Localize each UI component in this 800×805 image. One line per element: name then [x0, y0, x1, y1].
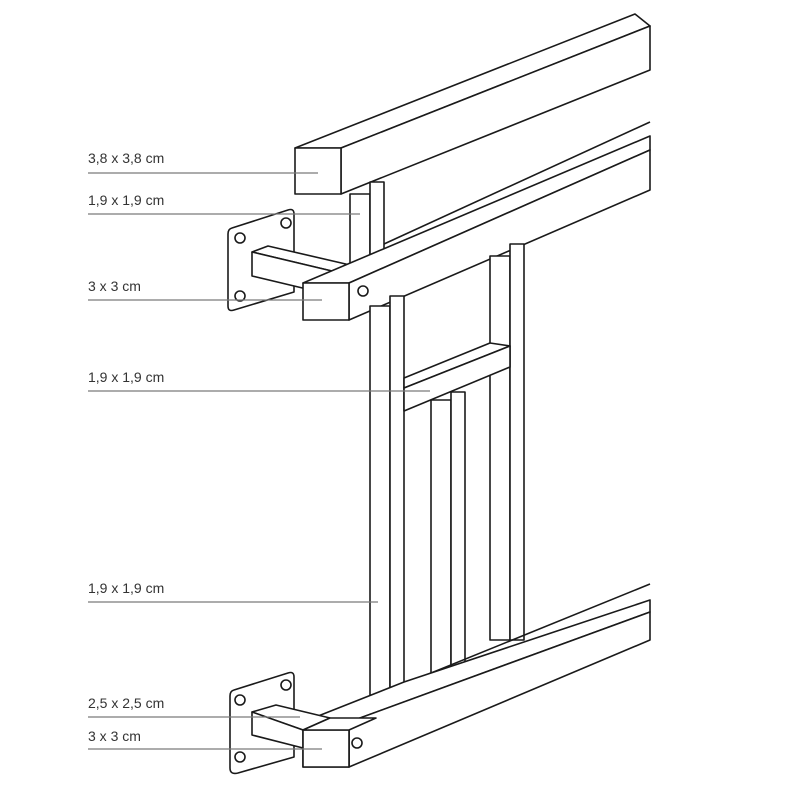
- label-top-rail: 3,8 x 3,8 cm: [88, 150, 165, 166]
- balusters: [369, 243, 525, 703]
- lower-rail: [302, 583, 651, 768]
- label-cross-bar: 1,9 x 1,9 cm: [88, 369, 165, 385]
- leader-lines: [88, 172, 430, 750]
- upper-rail: [302, 121, 651, 321]
- top-handrail: [294, 13, 651, 195]
- label-bracket-arm: 2,5 x 2,5 cm: [88, 695, 165, 711]
- label-upper-rail: 3 x 3 cm: [88, 278, 141, 294]
- label-spacer-post: 1,9 x 1,9 cm: [88, 192, 165, 208]
- label-baluster: 1,9 x 1,9 cm: [88, 580, 165, 596]
- label-bottom-rail: 3 x 3 cm: [88, 728, 141, 744]
